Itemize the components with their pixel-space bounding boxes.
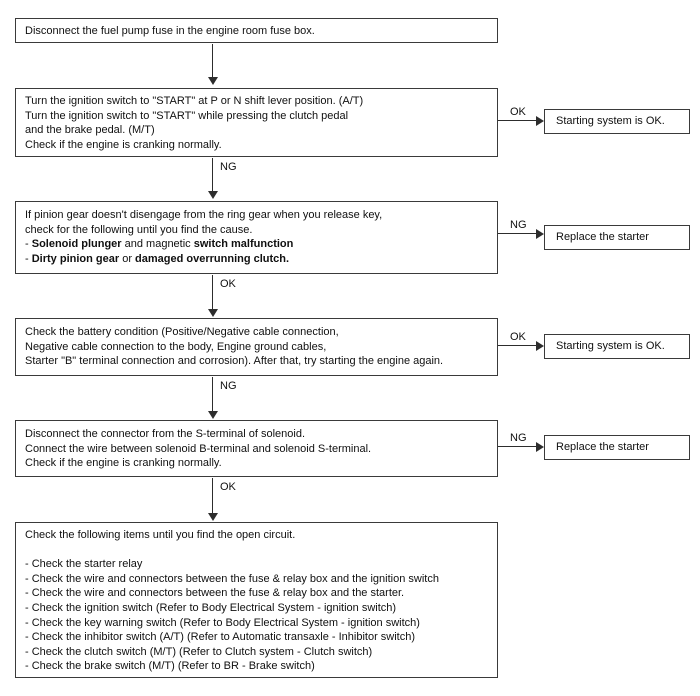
arrow-line — [212, 44, 213, 79]
branch-connector-ok-2: OK — [498, 331, 544, 351]
arrow-line — [212, 275, 213, 311]
arrow-line — [212, 158, 213, 193]
step-text-line: Turn the ignition switch to "START" whil… — [25, 109, 349, 122]
step-text-line: - Solenoid plunger and magnetic switch m… — [25, 237, 488, 252]
arrow-head-icon — [208, 513, 218, 521]
step-box-pinion-gear-check: If pinion gear doesn't disengage from th… — [15, 201, 498, 274]
step-text-line: check for the following until you find t… — [25, 223, 488, 238]
step-text-line: Disconnect the fuel pump fuse in the eng… — [25, 25, 315, 37]
step-text-line: and the brake pedal. (M/T) — [25, 124, 155, 137]
step-text-line: Starter "B" terminal connection and corr… — [25, 355, 444, 368]
step-box-disconnect-fuel-pump-fuse: Disconnect the fuel pump fuse in the eng… — [15, 18, 498, 43]
step-text-line: - Check the wire and connectors between … — [25, 572, 439, 585]
arrow-label: NG — [220, 161, 237, 173]
step-text-line: Disconnect the connector from the S-term… — [25, 428, 306, 440]
step-text-line — [25, 543, 488, 558]
step-text-segment-bold: Solenoid plunger — [31, 238, 122, 251]
down-arrow-icon: OK — [205, 478, 236, 521]
step-text-segment: - — [25, 252, 32, 265]
arrow-line — [212, 377, 213, 413]
arrow-line — [498, 120, 538, 121]
step-text-line: - Check the ignition switch (Refer to Bo… — [25, 601, 397, 614]
step-text-segment-bold: switch malfunction — [193, 238, 294, 251]
arrow-line — [498, 233, 538, 234]
step-text-line: Check if the engine is cranking normally… — [25, 138, 222, 151]
step-text-line: - Check the clutch switch (M/T) (Refer t… — [25, 645, 373, 658]
step-text-line: - Check the brake switch (M/T) (Refer to… — [25, 660, 315, 673]
arrow-head-icon — [536, 341, 544, 351]
step-text-line: - Check the starter relay — [25, 558, 143, 571]
step-box-solenoid-terminal-check: Disconnect the connector from the S-term… — [15, 420, 498, 477]
branch-label: NG — [510, 219, 527, 231]
step-text-line: Check if the engine is cranking normally… — [25, 457, 222, 470]
result-box-starting-system-ok-1: Starting system is OK. — [544, 109, 690, 134]
branch-label: OK — [510, 106, 526, 118]
arrow-line — [498, 345, 538, 346]
arrow-head-icon — [208, 411, 218, 419]
branch-label: OK — [510, 331, 526, 343]
arrow-label: NG — [220, 380, 237, 392]
arrow-head-icon — [208, 309, 218, 317]
down-arrow-icon: OK — [205, 275, 236, 317]
result-label: Starting system is OK. — [556, 115, 665, 128]
arrow-label: OK — [220, 481, 236, 493]
branch-connector-ok-1: OK — [498, 106, 544, 126]
step-text-line: If pinion gear doesn't disengage from th… — [25, 208, 488, 223]
branch-label: NG — [510, 432, 527, 444]
step-text-segment: or — [119, 252, 136, 265]
step-text-line: Connect the wire between solenoid B-term… — [25, 442, 372, 455]
step-text-line: Check the battery condition (Positive/Ne… — [25, 326, 339, 338]
step-text-line: - Check the inhibitor switch (A/T) (Refe… — [25, 631, 416, 644]
arrow-line — [212, 478, 213, 515]
arrow-line — [498, 446, 538, 447]
step-text-line: - Dirty pinion gear or damaged overrunni… — [25, 252, 488, 267]
arrow-head-icon — [536, 442, 544, 452]
down-arrow-icon: NG — [205, 158, 237, 199]
step-text-line: - Check the wire and connectors between … — [25, 587, 405, 600]
step-text-line: Turn the ignition switch to "START" at P… — [25, 95, 364, 107]
arrow-label: OK — [220, 278, 236, 290]
arrow-head-icon — [208, 191, 218, 199]
arrow-head-icon — [536, 116, 544, 126]
arrow-head-icon — [208, 77, 218, 85]
step-box-battery-condition-check: Check the battery condition (Positive/Ne… — [15, 318, 498, 376]
branch-connector-ng-2: NG — [498, 432, 544, 452]
step-text-segment-bold: damaged overrunning clutch. — [135, 252, 290, 265]
step-text-segment: check for the following until you find t… — [25, 223, 253, 236]
step-text-line: Negative cable connection to the body, E… — [25, 340, 327, 353]
arrow-head-icon — [536, 229, 544, 239]
result-label: Replace the starter — [556, 231, 649, 244]
step-text-segment: and magnetic — [121, 238, 194, 251]
down-arrow-icon: NG — [205, 377, 237, 419]
step-text-segment-bold: Dirty pinion gear — [31, 252, 120, 265]
step-text-segment: If pinion gear doesn't disengage from th… — [25, 209, 383, 221]
down-arrow-icon — [205, 44, 221, 85]
result-label: Replace the starter — [556, 441, 649, 454]
result-box-replace-starter-2: Replace the starter — [544, 435, 690, 460]
step-box-open-circuit-checklist: Check the following items until you find… — [15, 522, 498, 678]
step-text-line: Check the following items until you find… — [25, 529, 296, 541]
result-box-replace-starter-1: Replace the starter — [544, 225, 690, 250]
step-box-ignition-start-check: Turn the ignition switch to "START" at P… — [15, 88, 498, 157]
branch-connector-ng-1: NG — [498, 219, 544, 239]
step-text-segment: - — [25, 238, 32, 251]
step-text-line: - Check the key warning switch (Refer to… — [25, 616, 420, 629]
result-label: Starting system is OK. — [556, 340, 665, 353]
result-box-starting-system-ok-2: Starting system is OK. — [544, 334, 690, 359]
